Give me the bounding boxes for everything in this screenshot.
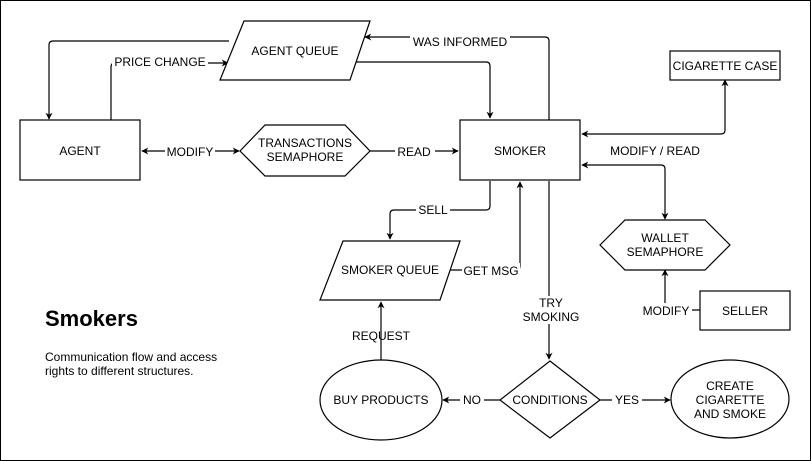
edge-modify-read: [581, 79, 729, 138]
node-seller: SELLER: [699, 290, 791, 331]
node-buy-products: BUY PRODUCTS: [319, 359, 443, 441]
node-agent-queue-label: AGENT QUEUE: [251, 44, 338, 58]
node-seller-label: SELLER: [722, 304, 768, 318]
node-transactions-semaphore-label-line-2: SEMAPHORE: [267, 150, 344, 164]
node-create-cigarette-label-line-3: AND SMOKE: [694, 407, 766, 421]
node-smoker-queue: SMOKER QUEUE: [319, 240, 461, 301]
label-modify-agent: MODIFY: [167, 145, 214, 159]
label-request: REQUEST: [352, 329, 411, 343]
node-wallet-semaphore-label-line-2: SEMAPHORE: [627, 245, 704, 259]
label-modify-seller: MODIFY: [643, 304, 690, 318]
node-smoker-queue-label: SMOKER QUEUE: [341, 263, 439, 277]
legend-description-line-2: rights to different structures.: [45, 364, 194, 378]
edge-was-informed: [364, 33, 550, 120]
label-was-informed: WAS INFORMED: [413, 35, 508, 49]
node-agent-label: AGENT: [59, 144, 101, 158]
edge-smoker-wallet: [581, 161, 669, 220]
node-smoker-label: SMOKER: [494, 144, 546, 158]
node-wallet-semaphore-label-line-1: WALLET: [641, 231, 689, 245]
label-get-msg: GET MSG: [463, 264, 518, 278]
label-try-smoking-line-1: TRY: [539, 296, 563, 310]
label-try-smoking-line-2: SMOKING: [523, 310, 580, 324]
legend-title: Smokers: [45, 306, 138, 331]
node-wallet-semaphore: WALLET SEMAPHORE: [599, 219, 731, 271]
node-conditions: CONDITIONS: [499, 360, 601, 439]
node-transactions-semaphore-label-line-1: TRANSACTIONS: [258, 136, 352, 150]
edge-agent-queue-to-smoker: [350, 61, 494, 119]
node-create-cigarette-label-line-2: CIGARETTE: [696, 393, 765, 407]
node-cigarette-case: CIGARETTE CASE: [669, 50, 781, 81]
legend-description: Communication flow and access rights to …: [45, 350, 245, 378]
label-sell: SELL: [418, 203, 448, 217]
node-cigarette-case-label: CIGARETTE CASE: [673, 59, 778, 73]
node-agent: AGENT: [19, 119, 141, 181]
label-read: READ: [397, 145, 431, 159]
node-create-cigarette: CREATE CIGARETTE AND SMOKE: [670, 359, 790, 439]
edge-agent-queue-to-agent: [45, 40, 229, 120]
node-transactions-semaphore: TRANSACTIONS SEMAPHORE: [239, 124, 371, 177]
node-smoker: SMOKER: [459, 119, 581, 181]
node-agent-queue: AGENT QUEUE: [219, 20, 371, 81]
edge-price-change: [110, 59, 229, 120]
node-conditions-label: CONDITIONS: [512, 393, 587, 407]
label-yes: YES: [615, 393, 639, 407]
label-no: NO: [463, 393, 481, 407]
legend-description-line-1: Communication flow and access: [45, 350, 218, 364]
node-buy-products-label: BUY PRODUCTS: [333, 393, 428, 407]
edge-get-msg: [450, 181, 524, 271]
label-modify-read: MODIFY / READ: [610, 144, 700, 158]
node-create-cigarette-label-line-1: CREATE: [706, 379, 754, 393]
label-price-change: PRICE CHANGE: [114, 55, 205, 69]
